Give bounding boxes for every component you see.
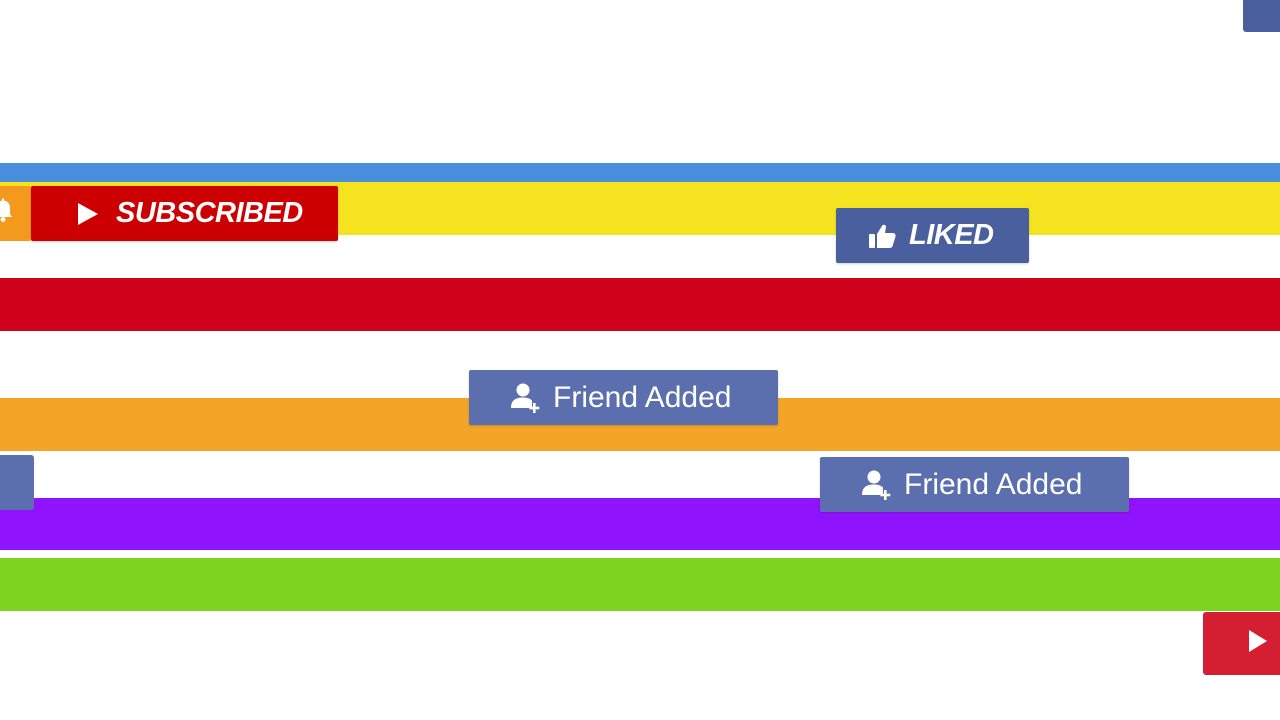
play-icon: [1248, 629, 1268, 658]
liked-label: LIKED: [909, 219, 994, 251]
liked-button[interactable]: LIKED: [836, 208, 1029, 263]
add-user-icon: [862, 469, 892, 501]
friend-added-label: Friend Added: [553, 380, 732, 414]
friend-added-button[interactable]: Friend Added: [820, 457, 1129, 512]
band-blue: [0, 163, 1280, 182]
subscribed-button[interactable]: SUBSCRIBED: [31, 186, 338, 241]
bell-icon: [0, 197, 14, 230]
band-green: [0, 558, 1280, 611]
notification-bell-button[interactable]: [0, 186, 31, 241]
play-button-partial-right[interactable]: [1203, 612, 1280, 675]
subscribed-label: SUBSCRIBED: [116, 197, 303, 229]
social-button-partial-top[interactable]: [1243, 0, 1280, 32]
friend-added-label: Friend Added: [904, 467, 1083, 501]
friend-added-button[interactable]: Friend Added: [469, 370, 778, 425]
band-red: [0, 278, 1280, 331]
play-icon: [77, 202, 99, 226]
thumbs-up-icon: [868, 222, 896, 250]
friend-button-partial-left[interactable]: [0, 455, 34, 510]
add-user-icon: [511, 382, 541, 414]
